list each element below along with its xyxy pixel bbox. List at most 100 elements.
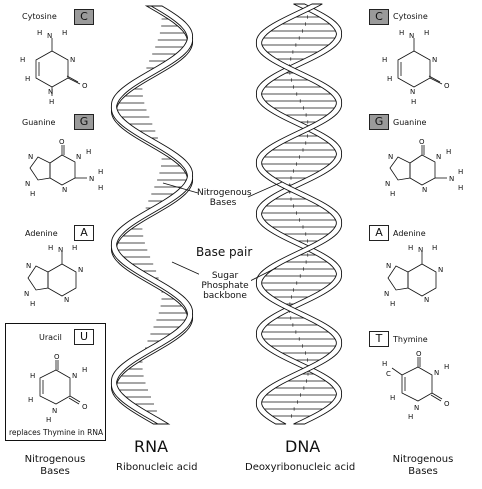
badge-cytosine-left: C — [74, 9, 94, 25]
annotation-backbone-line3: backbone — [203, 291, 247, 301]
svg-text:O: O — [416, 350, 422, 358]
svg-text:C: C — [386, 370, 391, 378]
svg-text:H: H — [37, 29, 42, 37]
label-uracil: Uracil — [39, 333, 62, 342]
svg-text:H: H — [382, 56, 387, 64]
rna-strand-edge-ribbon — [110, 5, 194, 425]
svg-text:O: O — [54, 353, 60, 361]
svg-text:H: H — [98, 168, 103, 176]
svg-text:H: H — [424, 29, 429, 37]
dna-strand-a — [255, 3, 343, 425]
svg-text:H: H — [48, 244, 53, 252]
svg-text:N: N — [438, 266, 443, 274]
svg-text:N: N — [409, 32, 414, 40]
svg-text:H: H — [49, 98, 54, 106]
svg-text:H: H — [30, 372, 35, 380]
label-adenine-left: Adenine — [25, 229, 58, 238]
annotation-base-pair: Base pair — [194, 245, 255, 259]
svg-text:H: H — [30, 190, 35, 198]
svg-text:O: O — [59, 138, 65, 146]
svg-text:N: N — [388, 153, 393, 161]
svg-text:N: N — [52, 407, 57, 415]
svg-text:H: H — [387, 75, 392, 83]
svg-text:N: N — [25, 180, 30, 188]
pointer-backbone-rna — [171, 261, 204, 277]
svg-text:N: N — [424, 296, 429, 304]
svg-text:N: N — [410, 88, 415, 96]
svg-text:H: H — [411, 98, 416, 106]
badge-uracil: U — [74, 329, 94, 345]
svg-text:N: N — [432, 56, 437, 64]
svg-text:H: H — [458, 168, 463, 176]
svg-text:H: H — [382, 360, 387, 368]
svg-text:H: H — [20, 56, 25, 64]
svg-text:N: N — [78, 266, 83, 274]
svg-text:N: N — [436, 153, 441, 161]
pointer-backbone-dna — [247, 267, 277, 283]
svg-text:N: N — [64, 296, 69, 304]
badge-cytosine-right: C — [369, 9, 389, 25]
footer-left-line1: Nitrogenous — [24, 454, 86, 465]
footer-right-line2: Bases — [408, 466, 438, 477]
dna-title: DNA — [285, 437, 321, 456]
svg-text:N: N — [89, 175, 94, 183]
badge-guanine-left: G — [74, 114, 94, 130]
label-guanine-left: Guanine — [22, 118, 56, 127]
rna-strand-edge — [110, 5, 194, 425]
rna-base-rungs — [114, 18, 190, 419]
label-cytosine-left: Cytosine — [22, 12, 57, 21]
svg-text:N: N — [418, 246, 423, 254]
cytosine-structure-right — [397, 38, 443, 88]
svg-text:N: N — [24, 290, 29, 298]
svg-text:H: H — [72, 244, 77, 252]
svg-text:H: H — [28, 396, 33, 404]
pointer-nitrogenous-rna — [162, 182, 199, 194]
svg-text:H: H — [390, 190, 395, 198]
footer-left-line2: Bases — [40, 466, 70, 477]
svg-text:N: N — [47, 32, 52, 40]
rna-title: RNA — [134, 437, 169, 456]
svg-text:H: H — [86, 148, 91, 156]
dna-helix — [255, 3, 343, 425]
svg-text:H: H — [46, 416, 51, 424]
svg-text:O: O — [444, 82, 450, 90]
badge-thymine-right: T — [369, 331, 389, 347]
adenine-structure-left — [27, 252, 77, 297]
label-guanine-right: Guanine — [393, 118, 427, 127]
svg-text:N: N — [434, 369, 439, 377]
svg-text:H: H — [82, 366, 87, 374]
thymine-structure-right — [391, 357, 443, 402]
svg-text:N: N — [48, 88, 53, 96]
svg-text:H: H — [62, 29, 67, 37]
badge-guanine-right: G — [369, 114, 389, 130]
label-thymine-right: Thymine — [393, 335, 428, 344]
svg-text:H: H — [408, 244, 413, 252]
annotation-backbone-line2: Phosphate — [201, 281, 249, 291]
svg-text:O: O — [444, 400, 450, 408]
footer-right: Nitrogenous Bases — [384, 454, 462, 478]
svg-text:O: O — [82, 403, 88, 411]
svg-text:N: N — [386, 262, 391, 270]
annotation-nitrogenous-line2: Bases — [209, 198, 237, 208]
svg-text:H: H — [390, 394, 395, 402]
dna-strand-b-ribbon — [255, 3, 343, 425]
dna-strand-b — [255, 3, 343, 425]
badge-adenine-left: A — [74, 225, 94, 241]
svg-text:H: H — [25, 75, 30, 83]
svg-text:H: H — [444, 363, 449, 371]
label-cytosine-right: Cytosine — [393, 12, 428, 21]
uracil-structure-left — [39, 360, 81, 405]
svg-text:N: N — [26, 262, 31, 270]
guanine-structure-left — [29, 145, 87, 186]
badge-adenine-right: A — [369, 225, 389, 241]
rna-subtitle: Ribonucleic acid — [116, 462, 198, 473]
label-adenine-right: Adenine — [393, 229, 426, 238]
svg-text:H: H — [30, 300, 35, 308]
